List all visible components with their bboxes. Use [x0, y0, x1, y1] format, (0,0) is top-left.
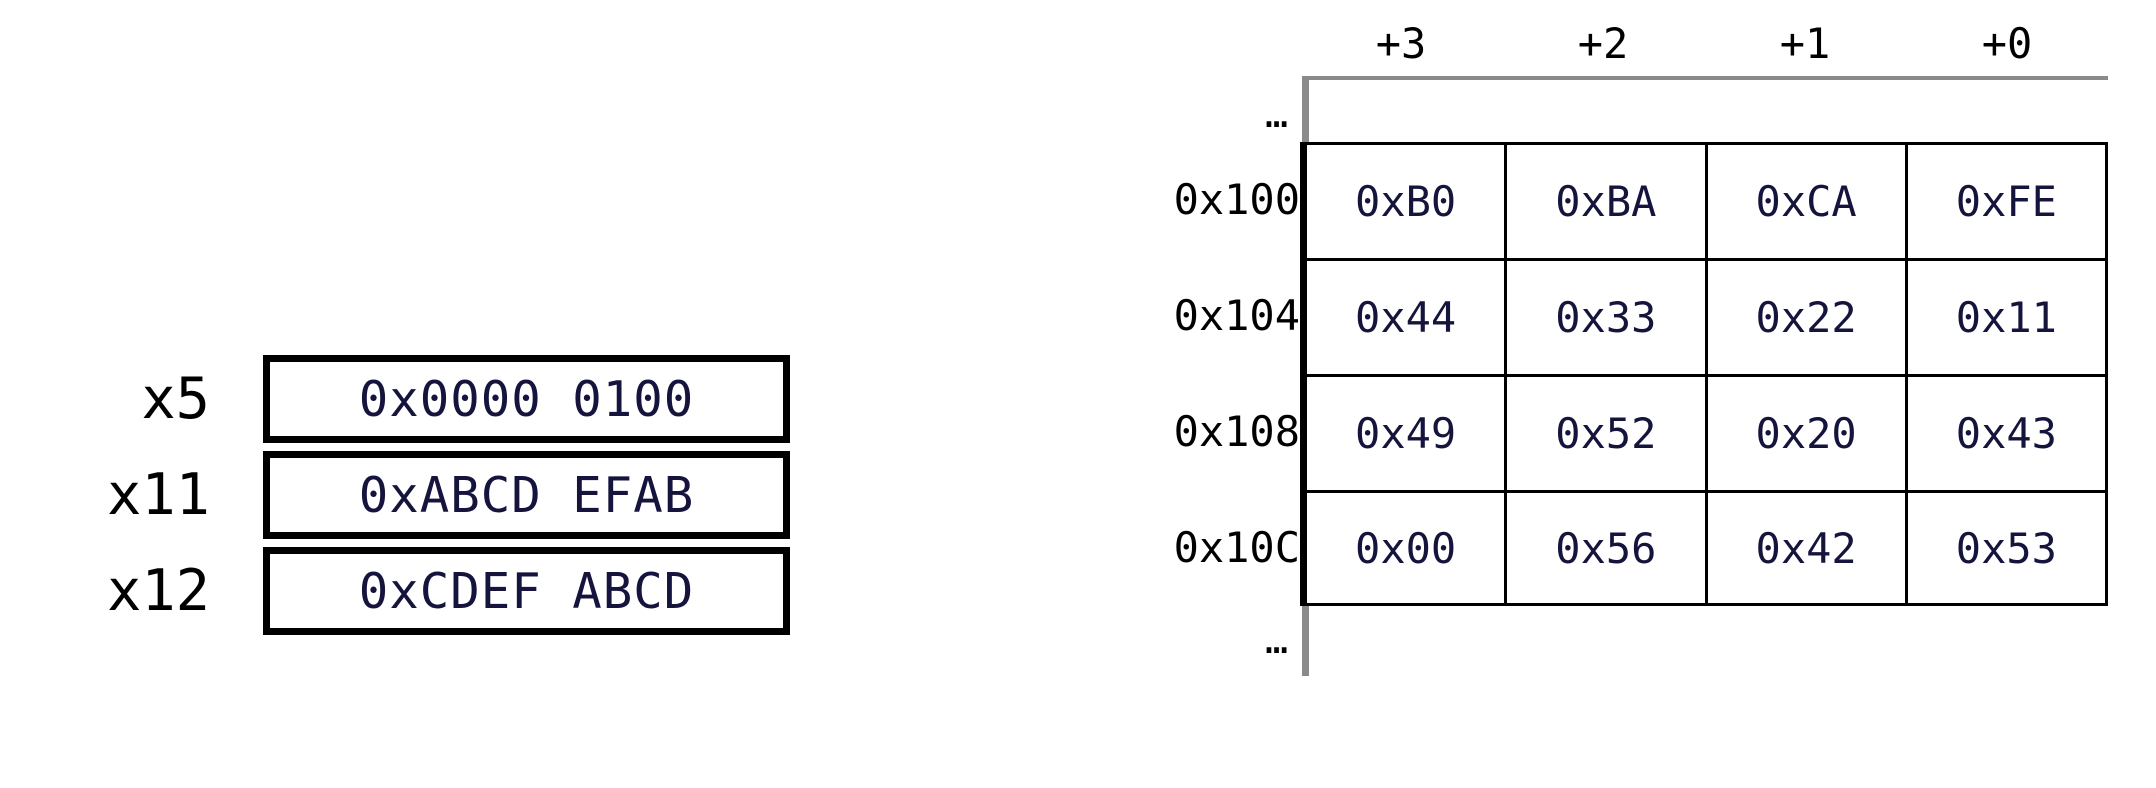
memory-column-header-plus1: +1 [1779, 19, 1831, 68]
memory-row-address-0x108: 0x108 [1173, 407, 1300, 456]
memory-top-rule [1302, 76, 2108, 80]
memory-ellipsis-bottom: … [1265, 618, 1290, 662]
memory-cell: 0xBA [1507, 145, 1708, 258]
memory-table-body: 0x100 0xB0 0xBA 0xCA 0xFE 0x104 0x44 0x3… [1100, 142, 2108, 606]
register-gap [210, 355, 263, 443]
memory-column-header-row: +3 +2 +1 +0 [1100, 18, 2108, 70]
memory-column-header-plus0: +0 [1981, 19, 2033, 68]
memory-row-cells: 0xB0 0xBA 0xCA 0xFE [1300, 142, 2108, 258]
memory-cell: 0x22 [1708, 261, 1908, 374]
memory-row-address-0x10C: 0x10C [1173, 523, 1300, 572]
memory-cell: 0x52 [1507, 377, 1708, 490]
memory-row: 0x108 0x49 0x52 0x20 0x43 [1100, 374, 2108, 490]
memory-cell: 0x00 [1307, 493, 1508, 603]
register-row: x11 0xABCD EFAB [0, 451, 790, 539]
register-value-x12: 0xCDEF ABCD [358, 562, 695, 620]
memory-row-cells: 0x00 0x56 0x42 0x53 [1300, 490, 2108, 606]
memory-ellipsis-top: … [1265, 92, 1290, 136]
memory-row: 0x100 0xB0 0xBA 0xCA 0xFE [1100, 142, 2108, 258]
register-name-x12: x12 [107, 558, 210, 624]
memory-cell: 0xCA [1708, 145, 1908, 258]
memory-table: +3 +2 +1 +0 … … 0x100 0xB0 0xBA 0xCA 0xF… [1100, 0, 2156, 788]
memory-cell: 0x42 [1708, 493, 1908, 603]
memory-left-rule-top-stub [1302, 76, 1309, 142]
register-value-x11: 0xABCD EFAB [358, 466, 695, 524]
memory-row: 0x10C 0x00 0x56 0x42 0x53 [1100, 490, 2108, 606]
memory-cell: 0x53 [1955, 523, 2057, 573]
memory-row-address-0x100: 0x100 [1173, 175, 1300, 224]
memory-left-rule-bottom-stub [1302, 604, 1309, 676]
memory-cell: 0xFE [1955, 177, 2057, 226]
memory-cell: 0x49 [1307, 377, 1508, 490]
register-box-x12: 0xCDEF ABCD [263, 547, 790, 635]
memory-row-address-0x104: 0x104 [1173, 291, 1300, 340]
memory-cell: 0x11 [1955, 293, 2057, 342]
memory-cell: 0x20 [1708, 377, 1908, 490]
memory-row: 0x104 0x44 0x33 0x22 0x11 [1100, 258, 2108, 374]
memory-row-cells: 0x44 0x33 0x22 0x11 [1300, 258, 2108, 374]
register-value-x5: 0x0000 0100 [358, 370, 695, 428]
memory-cell: 0x43 [1955, 409, 2057, 458]
register-gap [210, 451, 263, 539]
memory-cell: 0x44 [1307, 261, 1508, 374]
memory-cell: 0xB0 [1307, 145, 1508, 258]
register-name-x11: x11 [107, 462, 210, 528]
register-file: x5 0x0000 0100 x11 0xABCD EFAB x12 0xCDE… [0, 355, 790, 635]
memory-column-header-plus2: +2 [1577, 19, 1629, 68]
register-row: x12 0xCDEF ABCD [0, 547, 790, 635]
memory-cell: 0x33 [1507, 261, 1708, 374]
memory-column-header-plus3: +3 [1375, 19, 1427, 68]
memory-header-corner [1100, 18, 1300, 70]
register-box-x5: 0x0000 0100 [263, 355, 790, 443]
register-row: x5 0x0000 0100 [0, 355, 790, 443]
register-box-x11: 0xABCD EFAB [263, 451, 790, 539]
memory-cell: 0x56 [1507, 493, 1708, 603]
register-gap [210, 547, 263, 635]
register-name-x5: x5 [141, 366, 210, 432]
memory-row-cells: 0x49 0x52 0x20 0x43 [1300, 374, 2108, 490]
